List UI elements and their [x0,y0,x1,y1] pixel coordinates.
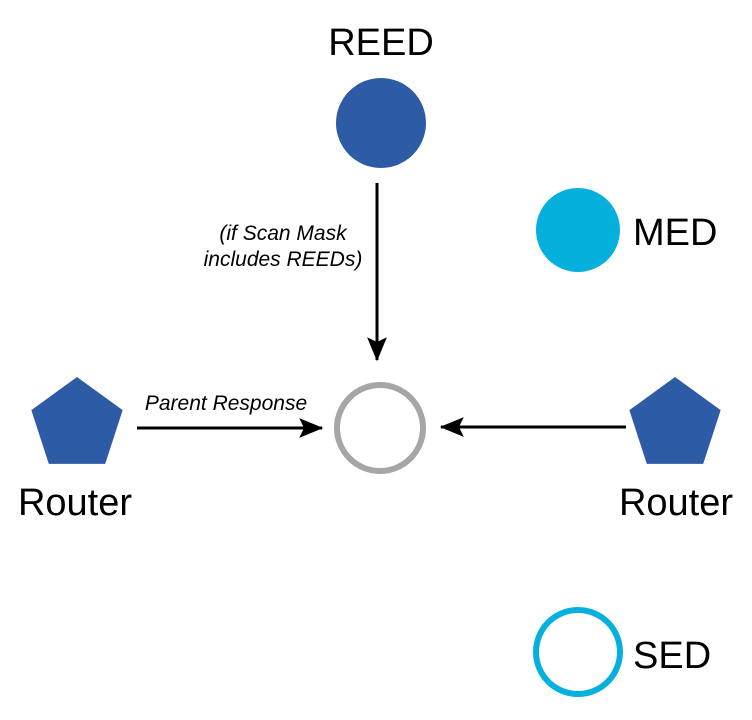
edge-labels-layer: (if Scan Mask includes REEDs) Parent Respo… [145,222,363,415]
edge-label-scan-mask-note: (if Scan Mask includes REEDs) [204,222,363,271]
edge-label-parent-response-label: Parent Response [145,392,307,415]
node-label-med: MED [633,212,717,254]
node-label-sed: SED [633,635,711,677]
node-target [334,382,426,474]
node-reed [336,78,426,168]
edge-label-line: Parent Response [145,392,307,415]
node-label-reed: REED [328,22,434,64]
node-sed [533,607,623,697]
node-router-left [31,377,123,464]
node-label-router-right: Router [619,482,733,524]
node-router-right [629,377,721,464]
edges-layer [137,183,626,438]
node-med [536,188,620,272]
nodes-layer [31,78,721,697]
edge-label-line: (if Scan Mask [219,222,348,245]
node-label-router-left: Router [18,482,132,524]
edge-label-line: includes REEDs) [204,248,363,271]
